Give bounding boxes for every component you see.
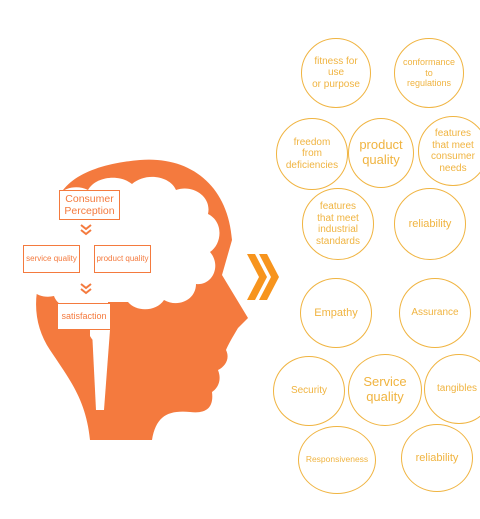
bubble-freedom-from-deficiencies: freedom from deficiencies — [276, 118, 348, 190]
bubble-conformance: conformance to regulations — [394, 38, 464, 108]
bubble-reliability-product: reliability — [394, 188, 466, 260]
bubble-responsiveness: Responsiveness — [298, 426, 376, 494]
bubble-tangibles: tangibles — [424, 354, 480, 424]
bubble-assurance: Assurance — [399, 278, 471, 348]
bubble-fitness-for-use: fitness for use or purpose — [301, 38, 371, 108]
bubble-empathy: Empathy — [300, 278, 372, 348]
bubble-product-quality: product quality — [348, 118, 414, 188]
bubble-security: Security — [273, 356, 345, 426]
double-chevron-right-icon — [247, 254, 279, 300]
consumer-perception-box: Consumer Perception — [59, 190, 120, 220]
satisfaction-box: satisfaction — [57, 303, 111, 330]
service-quality-box: service quality — [23, 245, 80, 273]
bubble-reliability-service: reliability — [401, 424, 473, 492]
chevron-down-icon — [80, 283, 92, 295]
brain-stem — [92, 330, 110, 410]
chevron-down-icon — [80, 224, 92, 236]
bubble-service-quality: Service quality — [348, 354, 422, 426]
product-quality-box: product quality — [94, 245, 151, 273]
bubble-consumer-needs: features that meet consumer needs — [418, 116, 480, 186]
bubble-industrial-standards: features that meet industrial standards — [302, 188, 374, 260]
